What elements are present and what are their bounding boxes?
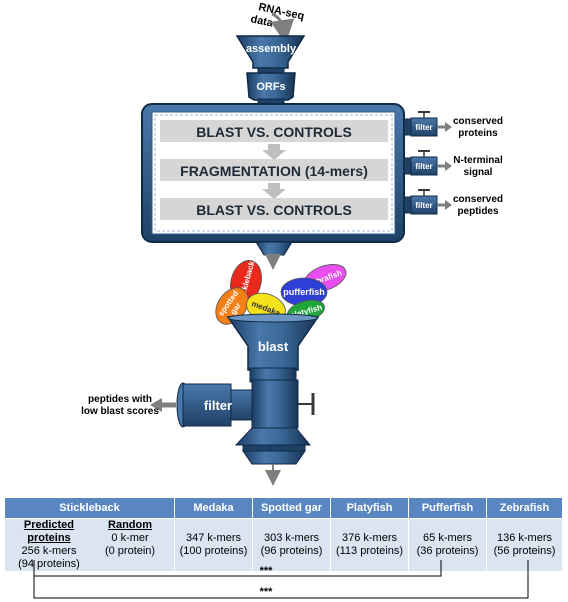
cell-stickleback: Predicted proteins 256 k-mers (94 protei… — [4, 518, 175, 572]
significance-brackets: *** *** — [33, 560, 529, 599]
removed-output-line1: peptides with — [88, 394, 152, 405]
header-medaka: Medaka — [174, 497, 253, 519]
machine-outlet — [255, 241, 293, 256]
stickleback-random: Random 0 k-mer (0 protein) — [104, 519, 156, 557]
significance-1: *** — [260, 565, 274, 577]
header-pufferfish: Pufferfish — [408, 497, 487, 519]
bracket-pufferfish — [33, 560, 442, 577]
cell-medaka: 347 k-mers(100 proteins) — [174, 518, 253, 572]
blast-funnel: blast — [226, 313, 320, 371]
bracket-zebrafish — [33, 560, 529, 599]
step-1: BLAST VS. CONTROLS — [160, 120, 388, 142]
svg-text:BLAST VS. CONTROLS: BLAST VS. CONTROLS — [196, 202, 352, 218]
svg-text:pufferfish: pufferfish — [283, 287, 325, 297]
removed-output-line2: low blast scores — [81, 406, 159, 417]
filter-label: filter — [415, 162, 432, 171]
header-platyfish: Platyfish — [330, 497, 409, 519]
header-zebrafish: Zebrafish — [486, 497, 563, 519]
filter-label: filter — [415, 123, 432, 132]
cell-platyfish: 376 k-mers(113 proteins) — [330, 518, 409, 572]
step-arrow-1 — [262, 144, 286, 160]
filter-label: filter — [415, 201, 432, 210]
step-3: BLAST VS. CONTROLS — [160, 198, 388, 220]
header-spotted-gar: Spotted gar — [252, 497, 331, 519]
assembly-label: assembly — [246, 43, 297, 55]
step-2: FRAGMENTATION (14-mers) — [160, 159, 388, 181]
cell-pufferfish: 65 k-mers(36 proteins) — [408, 518, 487, 572]
step-arrow-2 — [262, 183, 286, 199]
filter-unit: filter — [176, 379, 315, 429]
table-row: Predicted proteins 256 k-mers (94 protei… — [4, 518, 563, 572]
svg-text:BLAST VS. CONTROLS: BLAST VS. CONTROLS — [196, 124, 352, 140]
orfs-label: ORFs — [256, 81, 285, 93]
pipeline-diagram: RNA-seq data assembly ORFs BLAST VS. CON… — [81, 1, 503, 486]
input-label-line2: data — [249, 13, 274, 30]
results-table: Stickleback Medaka Spotted gar Platyfish… — [4, 497, 563, 572]
significance-2: *** — [260, 586, 274, 598]
cell-zebrafish: 136 k-mers(56 proteins) — [486, 518, 563, 572]
filter-big-label: filter — [204, 398, 232, 413]
orfs-funnel: ORFs — [246, 72, 296, 106]
svg-text:FRAGMENTATION (14-mers): FRAGMENTATION (14-mers) — [180, 163, 368, 179]
bottom-funnel — [234, 427, 312, 446]
input-arrow — [270, 12, 295, 44]
assembly-funnel: assembly — [235, 35, 306, 75]
header-stickleback: Stickleback — [4, 497, 175, 519]
cell-spotted-gar: 303 k-mers(96 proteins) — [252, 518, 331, 572]
table-header-row: Stickleback Medaka Spotted gar Platyfish… — [4, 497, 563, 519]
blast-label: blast — [258, 339, 289, 354]
